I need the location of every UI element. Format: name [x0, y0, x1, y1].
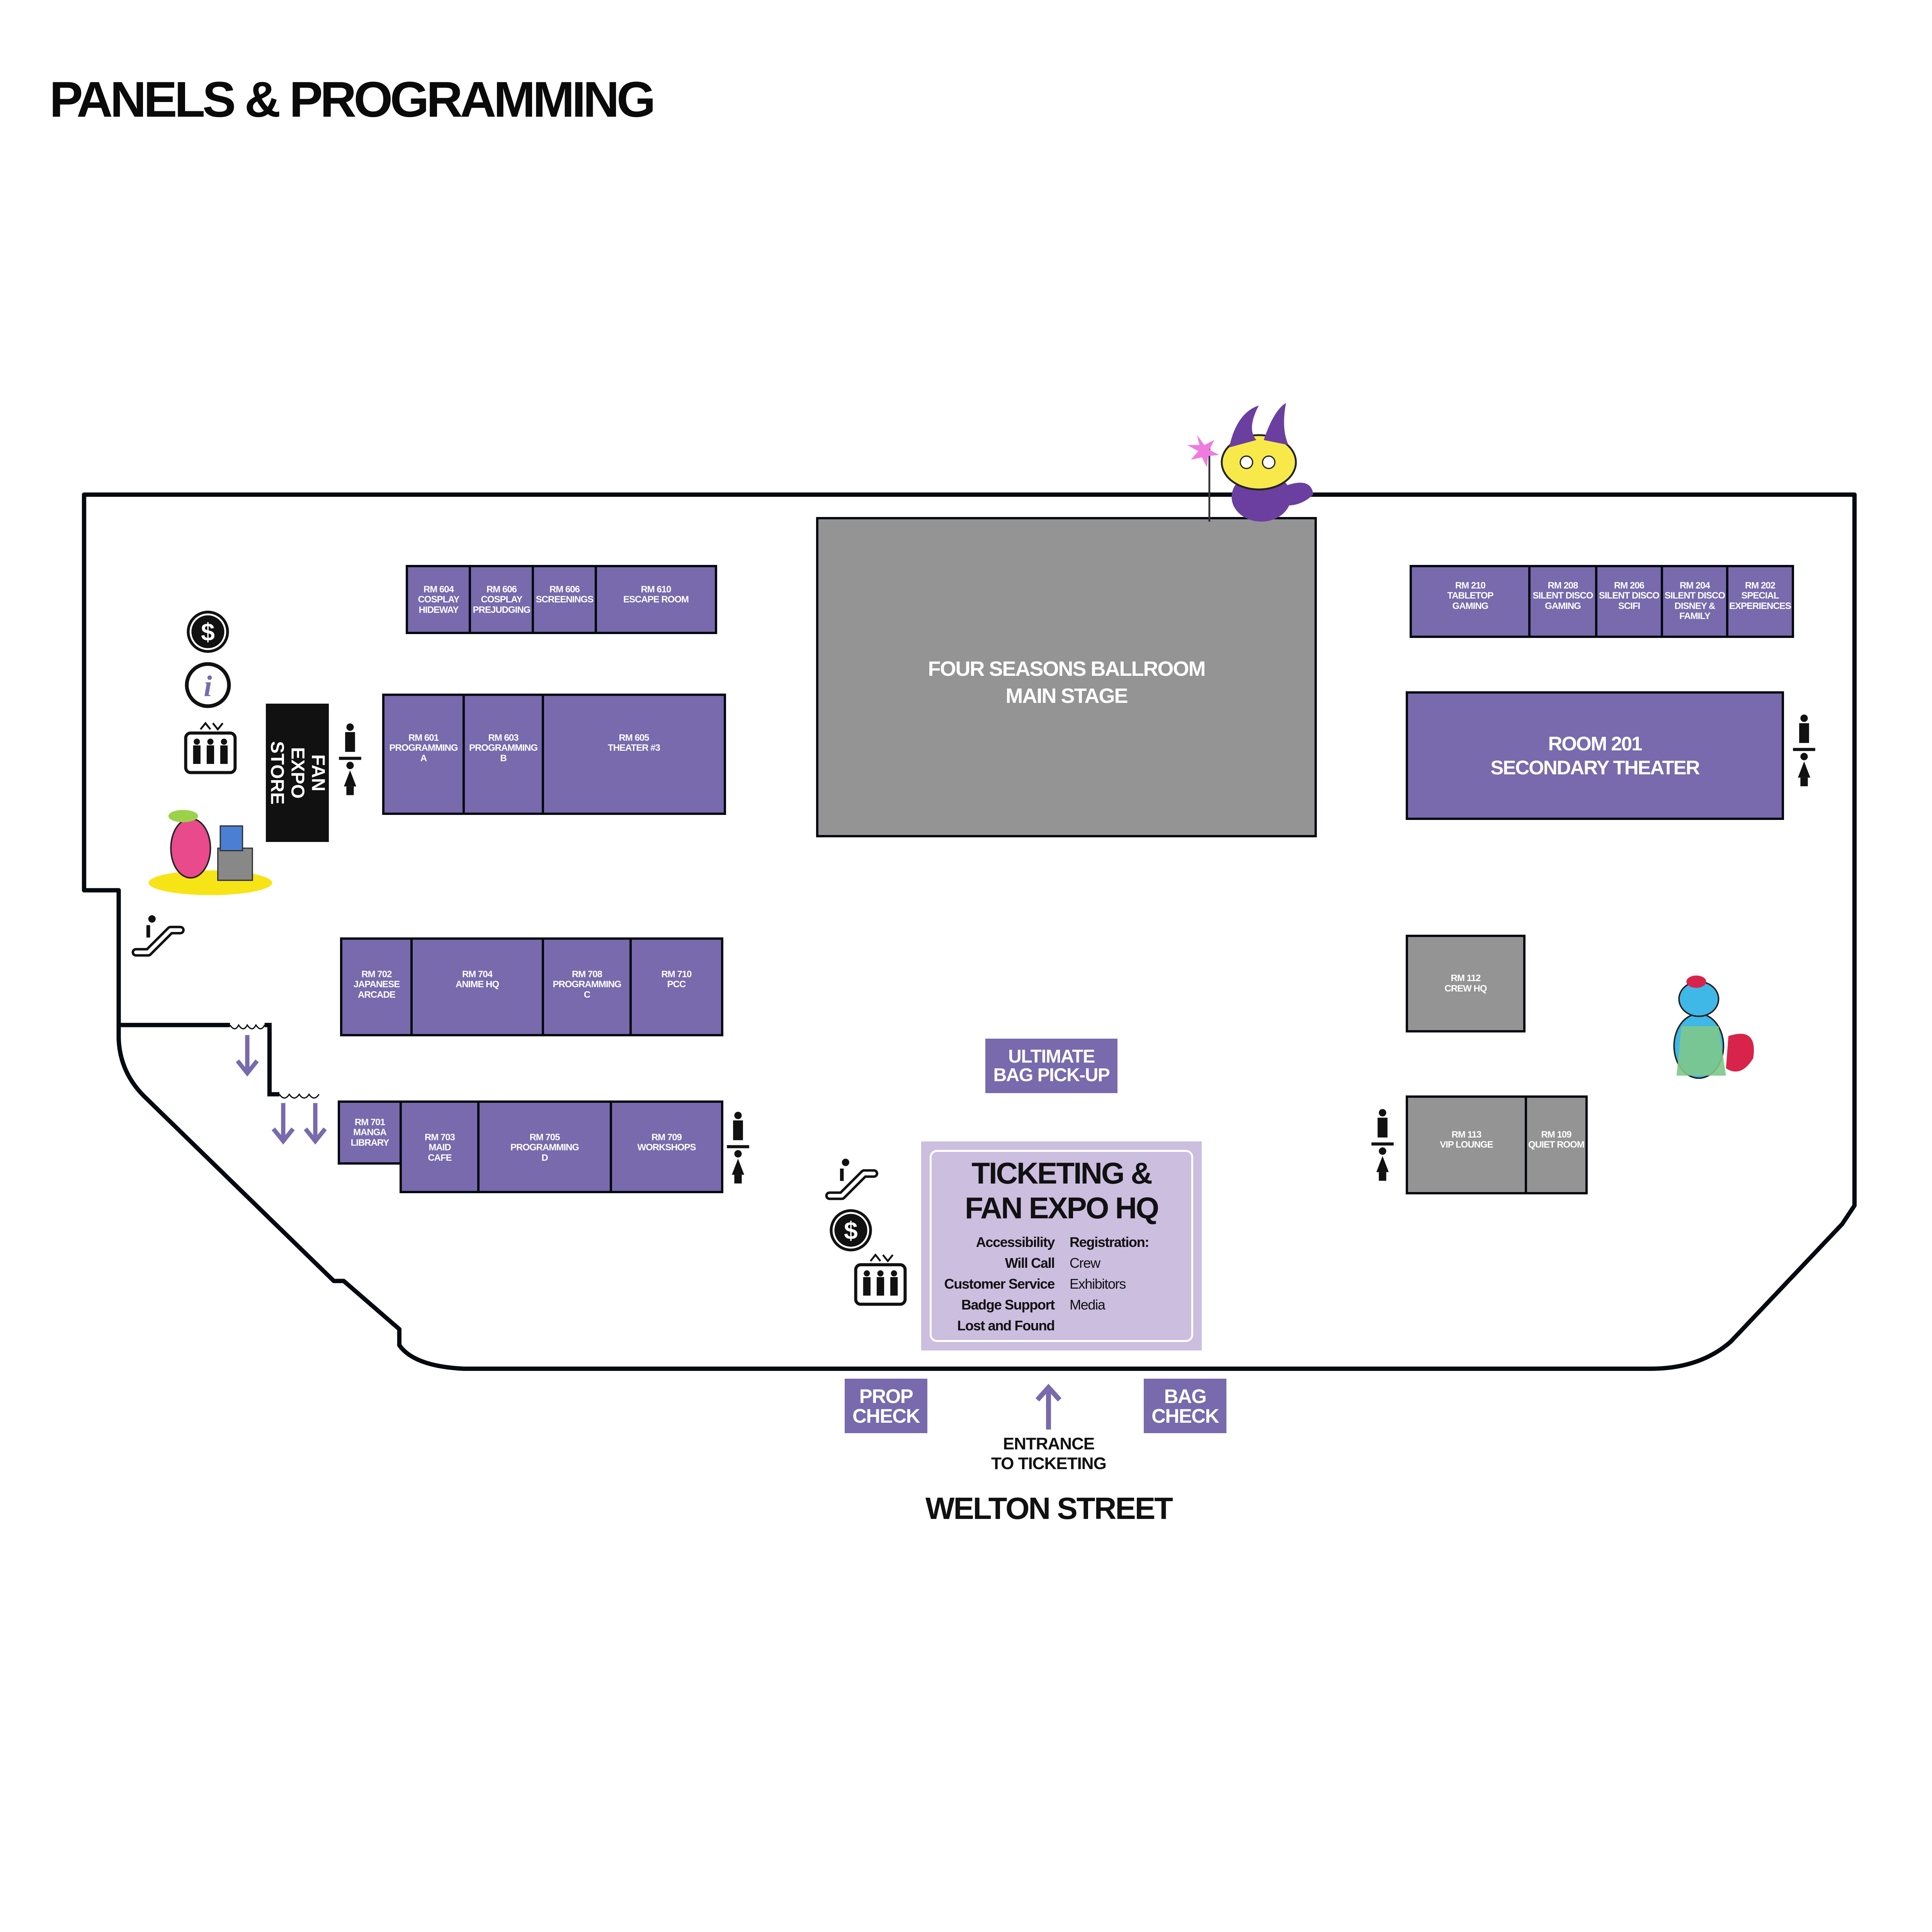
room-label: RM 610 ESCAPE ROOM — [623, 584, 689, 605]
four-seasons-ballroom[interactable]: FOUR SEASONS BALLROOM MAIN STAGE — [816, 517, 1317, 837]
elevator-icon[interactable] — [853, 1251, 908, 1308]
ticketing-hq[interactable]: TICKETING & FAN EXPO HQ Accessibility Wi… — [921, 1141, 1202, 1350]
mascot-illustration — [1187, 403, 1313, 522]
room-label: RM 704 ANIME HQ — [456, 969, 499, 990]
bag-check-label: BAG CHECK — [1151, 1385, 1219, 1427]
escalator-icon[interactable] — [825, 1156, 881, 1203]
room-112[interactable]: RM 112 CREW HQ — [1406, 935, 1526, 1032]
room-label: RM 202 SPECIAL EXPERIENCES — [1729, 580, 1791, 611]
restroom-icon[interactable] — [726, 1111, 750, 1185]
room-label: RM 702 JAPANESE ARCADE — [353, 969, 400, 1000]
service-item: Badge Support — [961, 1297, 1055, 1313]
room-label: RM 113 VIP LOUNGE — [1440, 1129, 1493, 1150]
room-208[interactable]: RM 208 SILENT DISCO GAMING — [1528, 565, 1597, 638]
room-label: RM 112 CREW HQ — [1444, 973, 1487, 994]
room-610[interactable]: RM 610 ESCAPE ROOM — [595, 565, 717, 634]
ticketing-title: TICKETING & FAN EXPO HQ — [964, 1156, 1159, 1225]
room-705[interactable]: RM 705 PROGRAMMING D — [477, 1100, 612, 1193]
room-709[interactable]: RM 709 WORKSHOPS — [610, 1100, 723, 1193]
escalator-icon[interactable] — [131, 913, 188, 960]
prop-check-label: PROP CHECK — [852, 1385, 920, 1427]
service-item: Accessibility — [976, 1234, 1055, 1250]
room-label: RM 109 QUIET ROOM — [1528, 1129, 1585, 1150]
room-label: RM 204 SILENT DISCO DISNEY & FAMILY — [1664, 580, 1725, 622]
room-label: RM 603 PROGRAMMING B — [469, 733, 538, 764]
registration-item: Exhibitors — [1070, 1276, 1126, 1292]
registration-item: Crew — [1070, 1255, 1100, 1271]
room-label: RM 606 SCREENINGS — [536, 584, 594, 605]
bag-pickup-label: ULTIMATE BAG PICK-UP — [993, 1046, 1110, 1085]
ultimate-bag-pickup[interactable]: ULTIMATE BAG PICK-UP — [985, 1039, 1117, 1093]
services-list: Accessibility Will Call Customer Service… — [944, 1232, 1055, 1336]
atm-icon[interactable]: $ — [827, 1207, 874, 1254]
service-item: Lost and Found — [957, 1318, 1055, 1333]
room-label: RM 705 PROGRAMMING D — [510, 1132, 579, 1163]
room-label: RM 606 COSPLAY PREJUDGING — [473, 584, 531, 615]
page-title: PANELS & PROGRAMMING — [49, 71, 656, 128]
room-label: RM 703 MAID CAFE — [424, 1132, 455, 1163]
elevator-icon[interactable] — [183, 719, 238, 776]
room-label: RM 605 THEATER #3 — [608, 733, 660, 753]
room-label: RM 709 WORKSHOPS — [637, 1132, 696, 1153]
room-703[interactable]: RM 703 MAID CAFE — [400, 1100, 480, 1193]
ticketing-border — [930, 1150, 1193, 1342]
service-item: Customer Service — [944, 1276, 1055, 1292]
room-204[interactable]: RM 204 SILENT DISCO DISNEY & FAMILY — [1661, 565, 1729, 638]
room-605[interactable]: RM 605 THEATER #3 — [542, 694, 726, 815]
bag-check[interactable]: BAG CHECK — [1144, 1379, 1226, 1433]
room-601[interactable]: RM 601 PROGRAMMING A — [382, 694, 465, 815]
registration-heading: Registration: — [1070, 1234, 1149, 1250]
svg-text:$: $ — [201, 618, 215, 646]
fan-expo-store[interactable]: FAN EXPO STORE — [266, 704, 329, 842]
room-label: ROOM 201 SECONDARY THEATER — [1490, 733, 1700, 779]
room-606-screenings[interactable]: RM 606 SCREENINGS — [532, 565, 597, 634]
info-icon[interactable]: i — [184, 662, 231, 709]
room-113[interactable]: RM 113 VIP LOUNGE — [1406, 1095, 1527, 1194]
restroom-icon[interactable] — [338, 722, 362, 796]
room-704[interactable]: RM 704 ANIME HQ — [410, 937, 544, 1036]
room-label: RM 701 MANGA LIBRARY — [350, 1117, 389, 1148]
registration-item: Media — [1070, 1297, 1105, 1313]
room-708[interactable]: RM 708 PROGRAMMING C — [542, 937, 632, 1036]
svg-text:i: i — [204, 670, 212, 703]
room-606-cosplay[interactable]: RM 606 COSPLAY PREJUDGING — [469, 565, 534, 634]
room-label: RM 208 SILENT DISCO GAMING — [1532, 580, 1593, 611]
room-label: RM 210 TABLETOP GAMING — [1447, 580, 1493, 611]
arrow-up-icon — [1035, 1384, 1062, 1430]
room-label: RM 601 PROGRAMMING A — [389, 733, 458, 764]
room-210[interactable]: RM 210 TABLETOP GAMING — [1410, 565, 1531, 638]
mascot-illustration — [1673, 975, 1754, 1079]
room-710[interactable]: RM 710 PCC — [629, 937, 723, 1036]
room-label: RM 206 SILENT DISCO SCIFI — [1599, 580, 1660, 611]
room-109[interactable]: RM 109 QUIET ROOM — [1525, 1095, 1588, 1194]
room-label: RM 604 COSPLAY HIDEWAY — [418, 584, 460, 615]
room-206[interactable]: RM 206 SILENT DISCO SCIFI — [1595, 565, 1663, 638]
mascot-illustration — [148, 810, 272, 895]
room-label: RM 710 PCC — [661, 969, 692, 990]
room-702[interactable]: RM 702 JAPANESE ARCADE — [340, 937, 413, 1036]
street-label: WELTON STREET — [925, 1491, 1173, 1526]
room-603[interactable]: RM 603 PROGRAMMING B — [463, 694, 544, 815]
room-701[interactable]: RM 701 MANGA LIBRARY — [338, 1100, 402, 1165]
room-label: RM 708 PROGRAMMING C — [553, 969, 622, 1000]
room-604[interactable]: RM 604 COSPLAY HIDEWAY — [406, 565, 471, 634]
room-201[interactable]: ROOM 201 SECONDARY THEATER — [1406, 691, 1784, 820]
service-item: Will Call — [1005, 1255, 1055, 1271]
entrance-label: ENTRANCE TO TICKETING — [991, 1434, 1107, 1473]
restroom-icon[interactable] — [1792, 713, 1816, 787]
room-label: FOUR SEASONS BALLROOM MAIN STAGE — [928, 657, 1206, 708]
prop-check[interactable]: PROP CHECK — [845, 1379, 927, 1433]
arrow-down-icon — [236, 1035, 259, 1077]
arrow-down-icon — [304, 1103, 327, 1145]
arrow-down-icon — [272, 1103, 295, 1145]
room-202[interactable]: RM 202 SPECIAL EXPERIENCES — [1726, 565, 1794, 638]
restroom-icon[interactable] — [1370, 1108, 1395, 1182]
atm-icon[interactable]: $ — [184, 608, 231, 655]
store-label: FAN EXPO STORE — [267, 741, 328, 805]
registration-list: Registration: Crew Exhibitors Media — [1070, 1232, 1149, 1315]
svg-text:$: $ — [844, 1216, 858, 1244]
